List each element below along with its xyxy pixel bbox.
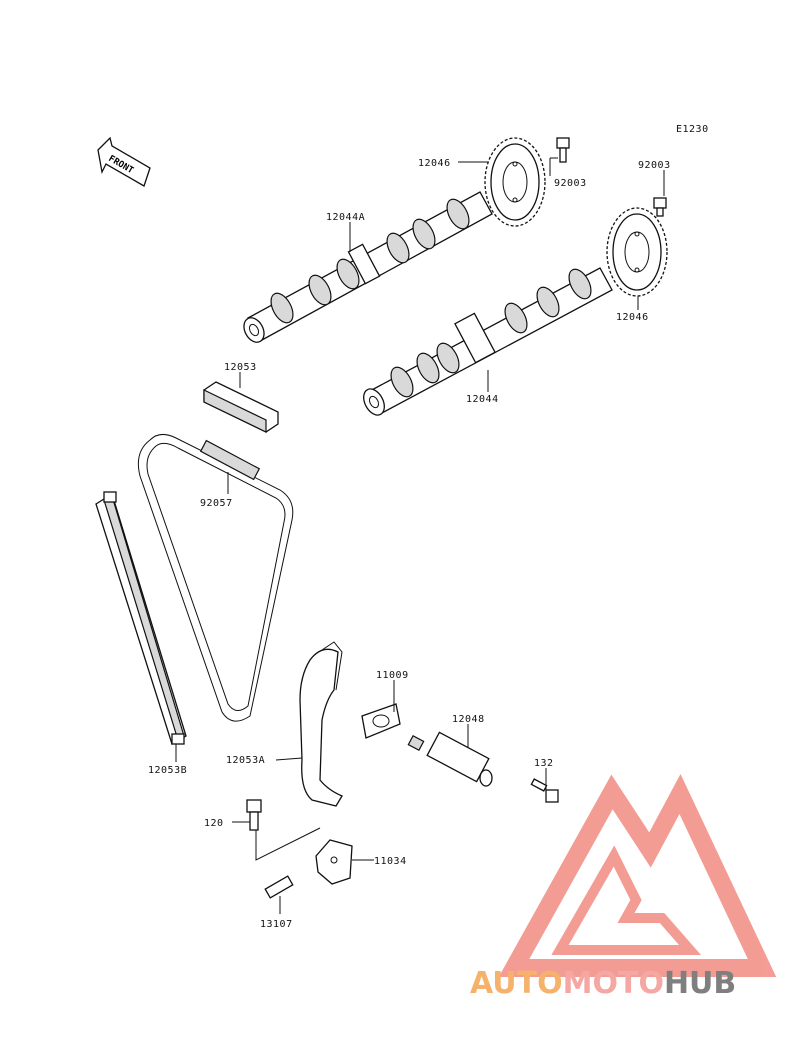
label-12044a: 12044A xyxy=(326,212,365,223)
bolt-lower xyxy=(246,799,262,831)
label-11034: 11034 xyxy=(374,856,407,867)
label-92003-right: 92003 xyxy=(638,160,671,171)
leader-lines xyxy=(175,157,665,914)
pin xyxy=(264,875,294,899)
label-92003-upper: 92003 xyxy=(554,178,587,189)
bolt-upper xyxy=(556,137,570,163)
camshaft-12044a xyxy=(243,191,493,343)
label-12046-right: 12046 xyxy=(616,312,649,323)
ref-code: E1230 xyxy=(676,124,709,135)
label-92057: 92057 xyxy=(200,498,233,509)
label-12053b: 12053B xyxy=(148,765,187,776)
tensioner-bolt xyxy=(530,778,559,803)
label-12053: 12053 xyxy=(224,362,257,373)
watermark-moto: MOTO xyxy=(563,966,664,1001)
chain-guide-a xyxy=(299,641,343,807)
cam-chain xyxy=(137,434,294,722)
chain-guide-b xyxy=(95,491,187,745)
watermark-hub: HUB xyxy=(664,966,736,1001)
label-12046-upper: 12046 xyxy=(418,158,451,169)
cam-chain-tensioner xyxy=(407,731,493,787)
front-arrow-icon: FRONT xyxy=(97,136,151,187)
label-11009: 11009 xyxy=(376,670,409,681)
automotohub-logo-icon xyxy=(498,773,777,977)
bolt-right xyxy=(653,197,667,217)
watermark-text: AUTOMOTOHUB xyxy=(470,966,736,1001)
label-12048: 12048 xyxy=(452,714,485,725)
label-13107: 13107 xyxy=(260,919,293,930)
sprocket-upper xyxy=(484,137,546,227)
watermark-auto: AUTO xyxy=(470,966,563,1001)
label-120: 120 xyxy=(204,818,224,829)
chain-guide-top xyxy=(203,381,279,433)
label-132: 132 xyxy=(534,758,554,769)
camshaft-12044 xyxy=(363,267,613,416)
label-12053a: 12053A xyxy=(226,755,265,766)
sprocket-right xyxy=(606,207,668,297)
label-12044: 12044 xyxy=(466,394,499,405)
bracket xyxy=(315,839,353,885)
gasket xyxy=(361,703,401,739)
